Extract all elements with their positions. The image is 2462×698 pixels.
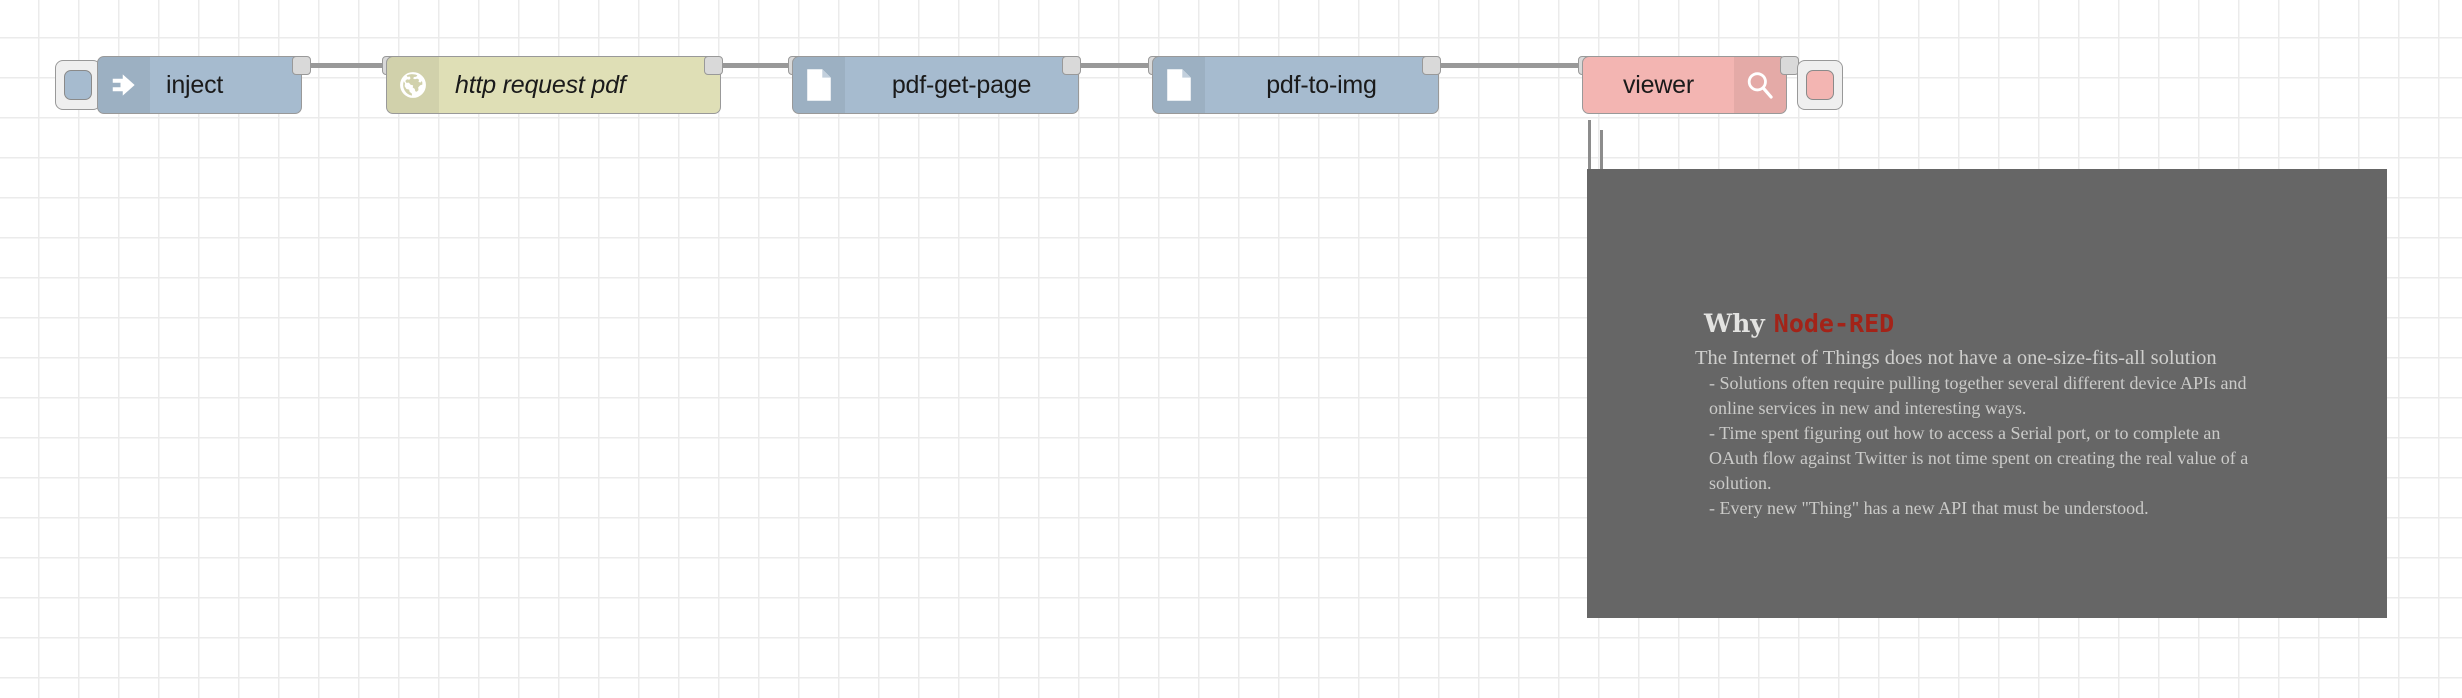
viewer-preview-link-right <box>1600 130 1603 170</box>
node-inject-label: inject <box>166 70 224 99</box>
globe-icon <box>387 57 439 113</box>
wire-inject-to-http[interactable] <box>300 63 390 68</box>
preview-lead-text: The Internet of Things does not have a o… <box>1695 347 2217 369</box>
viewer-preview-link-left <box>1588 120 1591 170</box>
wire-toimg-to-viewer[interactable] <box>1430 63 1580 68</box>
node-http-request-pdf-label: http request pdf <box>455 70 626 99</box>
port-output-inject[interactable] <box>292 56 311 75</box>
node-viewer-label: viewer <box>1622 70 1695 99</box>
preview-heading-brand: Node-RED <box>1773 309 1895 338</box>
viewer-open-knob <box>1806 70 1834 100</box>
port-output-pdf-to-img[interactable] <box>1422 56 1441 75</box>
pdf-preview-panel[interactable]: Why Node-RED The Internet of Things does … <box>1587 169 2387 618</box>
node-viewer[interactable]: viewer <box>1582 56 1787 114</box>
preview-bullet: - Every new "Thing" has a new API that m… <box>1709 498 2149 518</box>
node-pdf-to-img[interactable]: pdf-to-img <box>1152 56 1439 114</box>
port-output-pdf-get-page[interactable] <box>1062 56 1081 75</box>
wire-getpage-to-toimg[interactable] <box>1070 63 1156 68</box>
preview-bullet: - Solutions often require pulling togeth… <box>1709 373 2247 418</box>
magnifier-icon <box>1734 57 1786 113</box>
node-pdf-to-img-label: pdf-to-img <box>1266 70 1377 99</box>
node-inject[interactable]: inject <box>97 56 302 114</box>
arrow-right-icon <box>98 57 150 113</box>
wire-http-to-getpage[interactable] <box>712 63 796 68</box>
preview-heading: Why Node-RED <box>1704 309 1894 338</box>
preview-bullet-list: - Solutions often require pulling togeth… <box>1709 371 2267 521</box>
node-http-request-pdf[interactable]: http request pdf <box>386 56 721 114</box>
file-icon <box>793 57 845 113</box>
preview-heading-prefix: Why <box>1704 309 1765 338</box>
node-pdf-get-page-label: pdf-get-page <box>891 70 1032 99</box>
port-output-http[interactable] <box>704 56 723 75</box>
viewer-open-button[interactable] <box>1797 60 1843 110</box>
inject-trigger-knob <box>64 70 92 100</box>
inject-trigger-button[interactable] <box>55 60 101 110</box>
preview-bullet: - Time spent figuring out how to access … <box>1709 423 2249 493</box>
file-icon <box>1153 57 1205 113</box>
node-pdf-get-page[interactable]: pdf-get-page <box>792 56 1079 114</box>
